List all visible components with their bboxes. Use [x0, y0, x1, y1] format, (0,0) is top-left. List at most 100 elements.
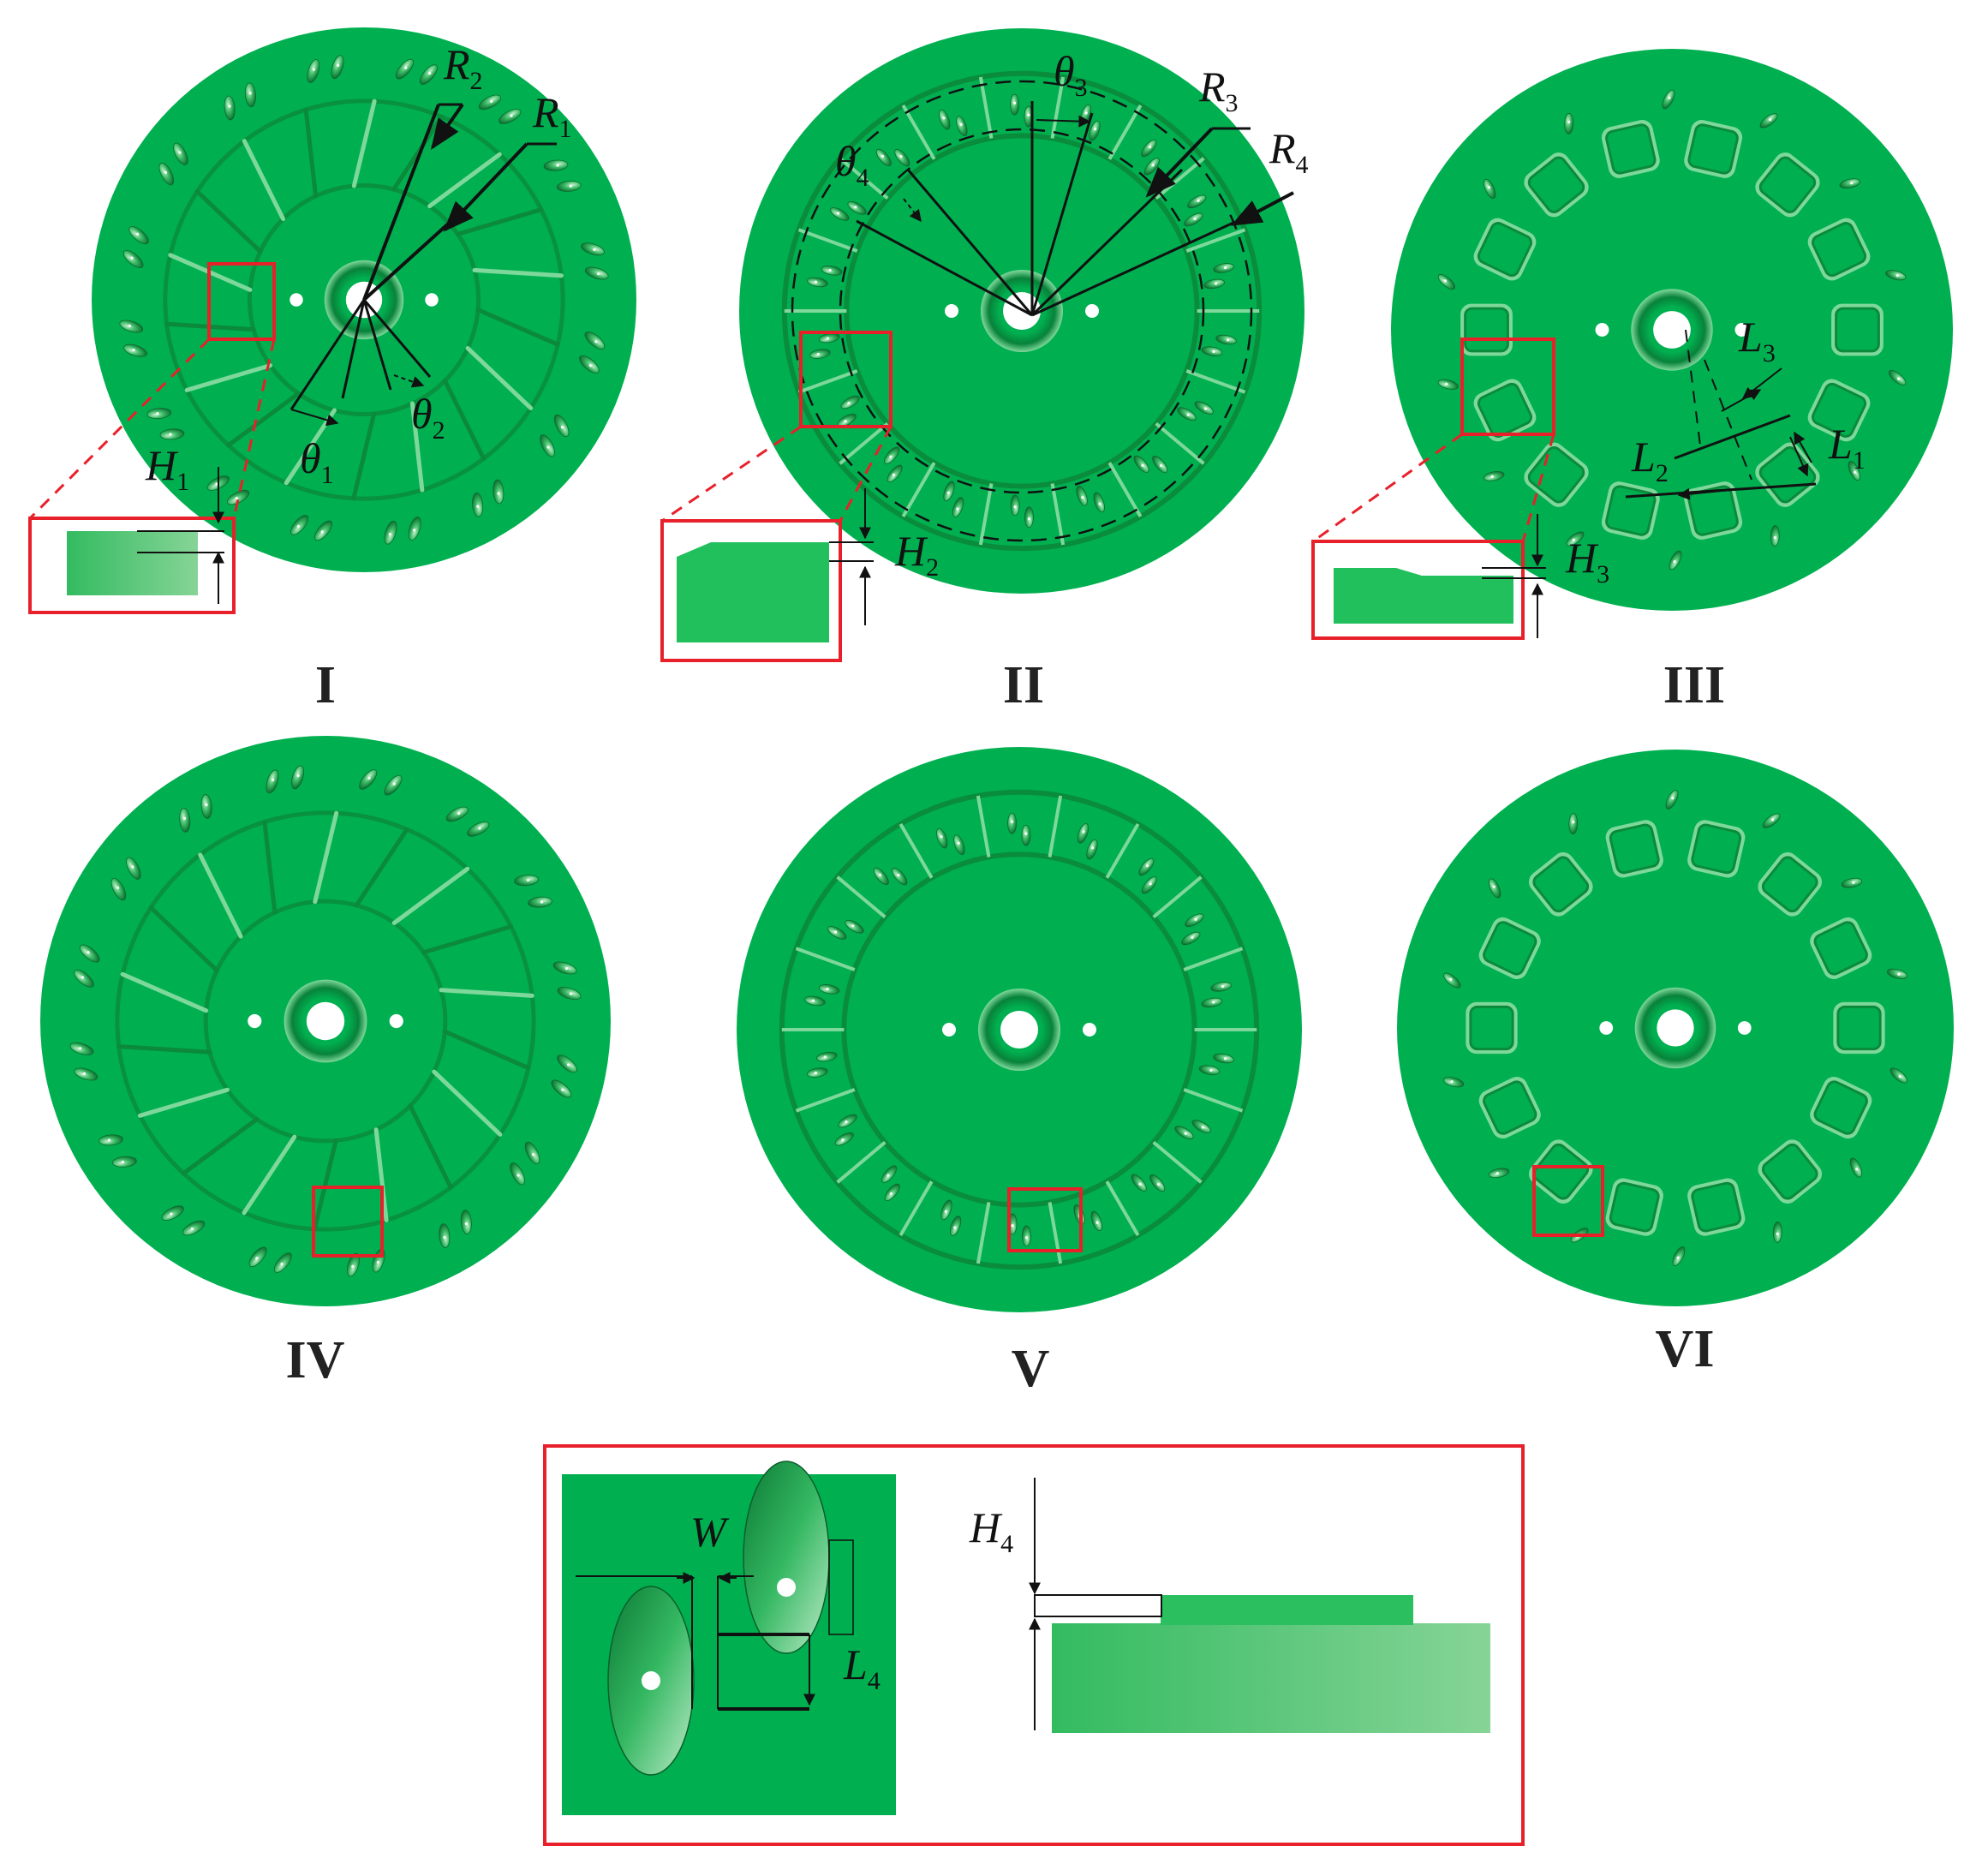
mount-hole-right — [425, 293, 439, 307]
roman-label-IV: IV — [286, 1331, 345, 1389]
panel-V-zoom-marker — [1007, 1187, 1083, 1252]
panel-IV-zoom-marker — [312, 1186, 384, 1258]
seed-cell — [1010, 494, 1020, 517]
seed-cell — [74, 969, 94, 988]
seed-cell — [1201, 997, 1222, 1008]
radial-groove — [226, 391, 301, 448]
seed-cell — [818, 984, 840, 995]
seed-cell — [119, 320, 144, 333]
ring-divider — [1155, 421, 1205, 465]
seed-cell — [1191, 1120, 1211, 1133]
seed-cell — [809, 349, 831, 359]
R3-dashed-circle — [791, 80, 1253, 542]
label-L2: L2 — [1631, 433, 1669, 487]
seed-cell — [894, 149, 910, 167]
ring-divider — [1048, 795, 1063, 857]
dimension-line — [362, 299, 432, 378]
seed-cell — [1077, 823, 1090, 844]
seed-pocket-inner — [1609, 1181, 1660, 1233]
seed-cell — [514, 875, 539, 887]
roman-label-V: V — [1012, 1340, 1050, 1398]
seed-cell — [200, 794, 212, 819]
ring-divider — [1105, 822, 1140, 879]
radial-groove — [242, 139, 286, 222]
R4-arrow — [1230, 191, 1294, 226]
radial-groove — [408, 1103, 453, 1190]
seed-cell — [816, 1051, 838, 1062]
ring-divider — [978, 76, 994, 139]
center-hole — [1657, 1009, 1694, 1047]
seed-pocket-inner — [1836, 1005, 1882, 1051]
seed-cell — [128, 226, 149, 245]
seed-cell — [159, 428, 185, 440]
seed-cell — [1152, 455, 1168, 474]
radial-groove — [351, 99, 377, 188]
seed-cell — [887, 464, 903, 482]
seed-pocket — [1478, 1077, 1541, 1139]
seed-cell — [1841, 877, 1863, 888]
seed-cell — [834, 1132, 854, 1146]
R3-arrow — [1145, 127, 1214, 198]
seed-cell — [1198, 1065, 1221, 1075]
zoom-connector — [1521, 433, 1555, 542]
dimension-line — [1030, 112, 1094, 316]
mount-hole-left — [945, 304, 958, 318]
seed-cell — [543, 159, 569, 171]
seed-pocket — [1758, 852, 1823, 917]
profile-block-II — [677, 542, 829, 642]
L1-arrow — [1789, 436, 1809, 477]
seed-pocket — [1831, 303, 1884, 356]
seed-cell — [840, 395, 860, 409]
seed-cell — [884, 1183, 900, 1201]
seed-cell — [1138, 858, 1155, 876]
seed-cell — [290, 515, 309, 535]
seed-cell — [1194, 401, 1214, 415]
center-hole — [1653, 311, 1691, 349]
seed-pocket — [1524, 152, 1589, 218]
seed-cell — [581, 242, 605, 256]
mount-hole-left — [248, 1013, 262, 1029]
seed-pocket — [1684, 481, 1743, 540]
seed-cell — [1174, 1126, 1194, 1140]
radial-groove — [442, 378, 487, 461]
seed-cell — [584, 331, 606, 350]
seed-cell — [1181, 931, 1201, 946]
seed-cell — [146, 408, 172, 420]
radial-groove — [427, 152, 502, 209]
seed-pocket — [1473, 379, 1537, 442]
L2-dashed — [1704, 359, 1752, 481]
seed-hole-right — [777, 1578, 796, 1597]
seed-cell — [1889, 1067, 1907, 1084]
seed-cell — [553, 414, 570, 438]
seed-cell — [845, 919, 864, 934]
seed-pocket-inner — [1761, 856, 1818, 913]
radial-groove — [475, 308, 560, 347]
seed-cell — [273, 1252, 292, 1273]
seed-cell — [346, 1252, 360, 1277]
seed-cell — [1885, 270, 1907, 281]
seed-cell — [552, 961, 577, 975]
mount-hole-left — [942, 1023, 956, 1037]
seed-cell — [1849, 1157, 1862, 1178]
dimension-line — [1794, 431, 1812, 463]
seed-cell — [1022, 1225, 1031, 1247]
seed-cell — [126, 857, 141, 880]
seed-pocket-inner — [1464, 307, 1509, 353]
label-R3: R3 — [1198, 63, 1239, 117]
seed-pocket — [1687, 1178, 1746, 1236]
seed-cell — [940, 1199, 952, 1221]
inner-groove-ring — [247, 182, 481, 417]
seed-bounding-box — [828, 1539, 854, 1635]
seed-cell — [384, 774, 403, 796]
seed-cell — [331, 55, 344, 80]
seed-cell — [827, 926, 847, 940]
seed-pocket — [1460, 303, 1513, 356]
zoom-connector — [1312, 433, 1463, 543]
ring-divider — [797, 228, 858, 253]
seed-pocket-inner — [1527, 446, 1585, 504]
seed-cell — [110, 878, 127, 901]
seed-cell — [953, 834, 965, 856]
ring-divider — [1183, 947, 1244, 971]
radial-groove — [137, 1087, 230, 1118]
